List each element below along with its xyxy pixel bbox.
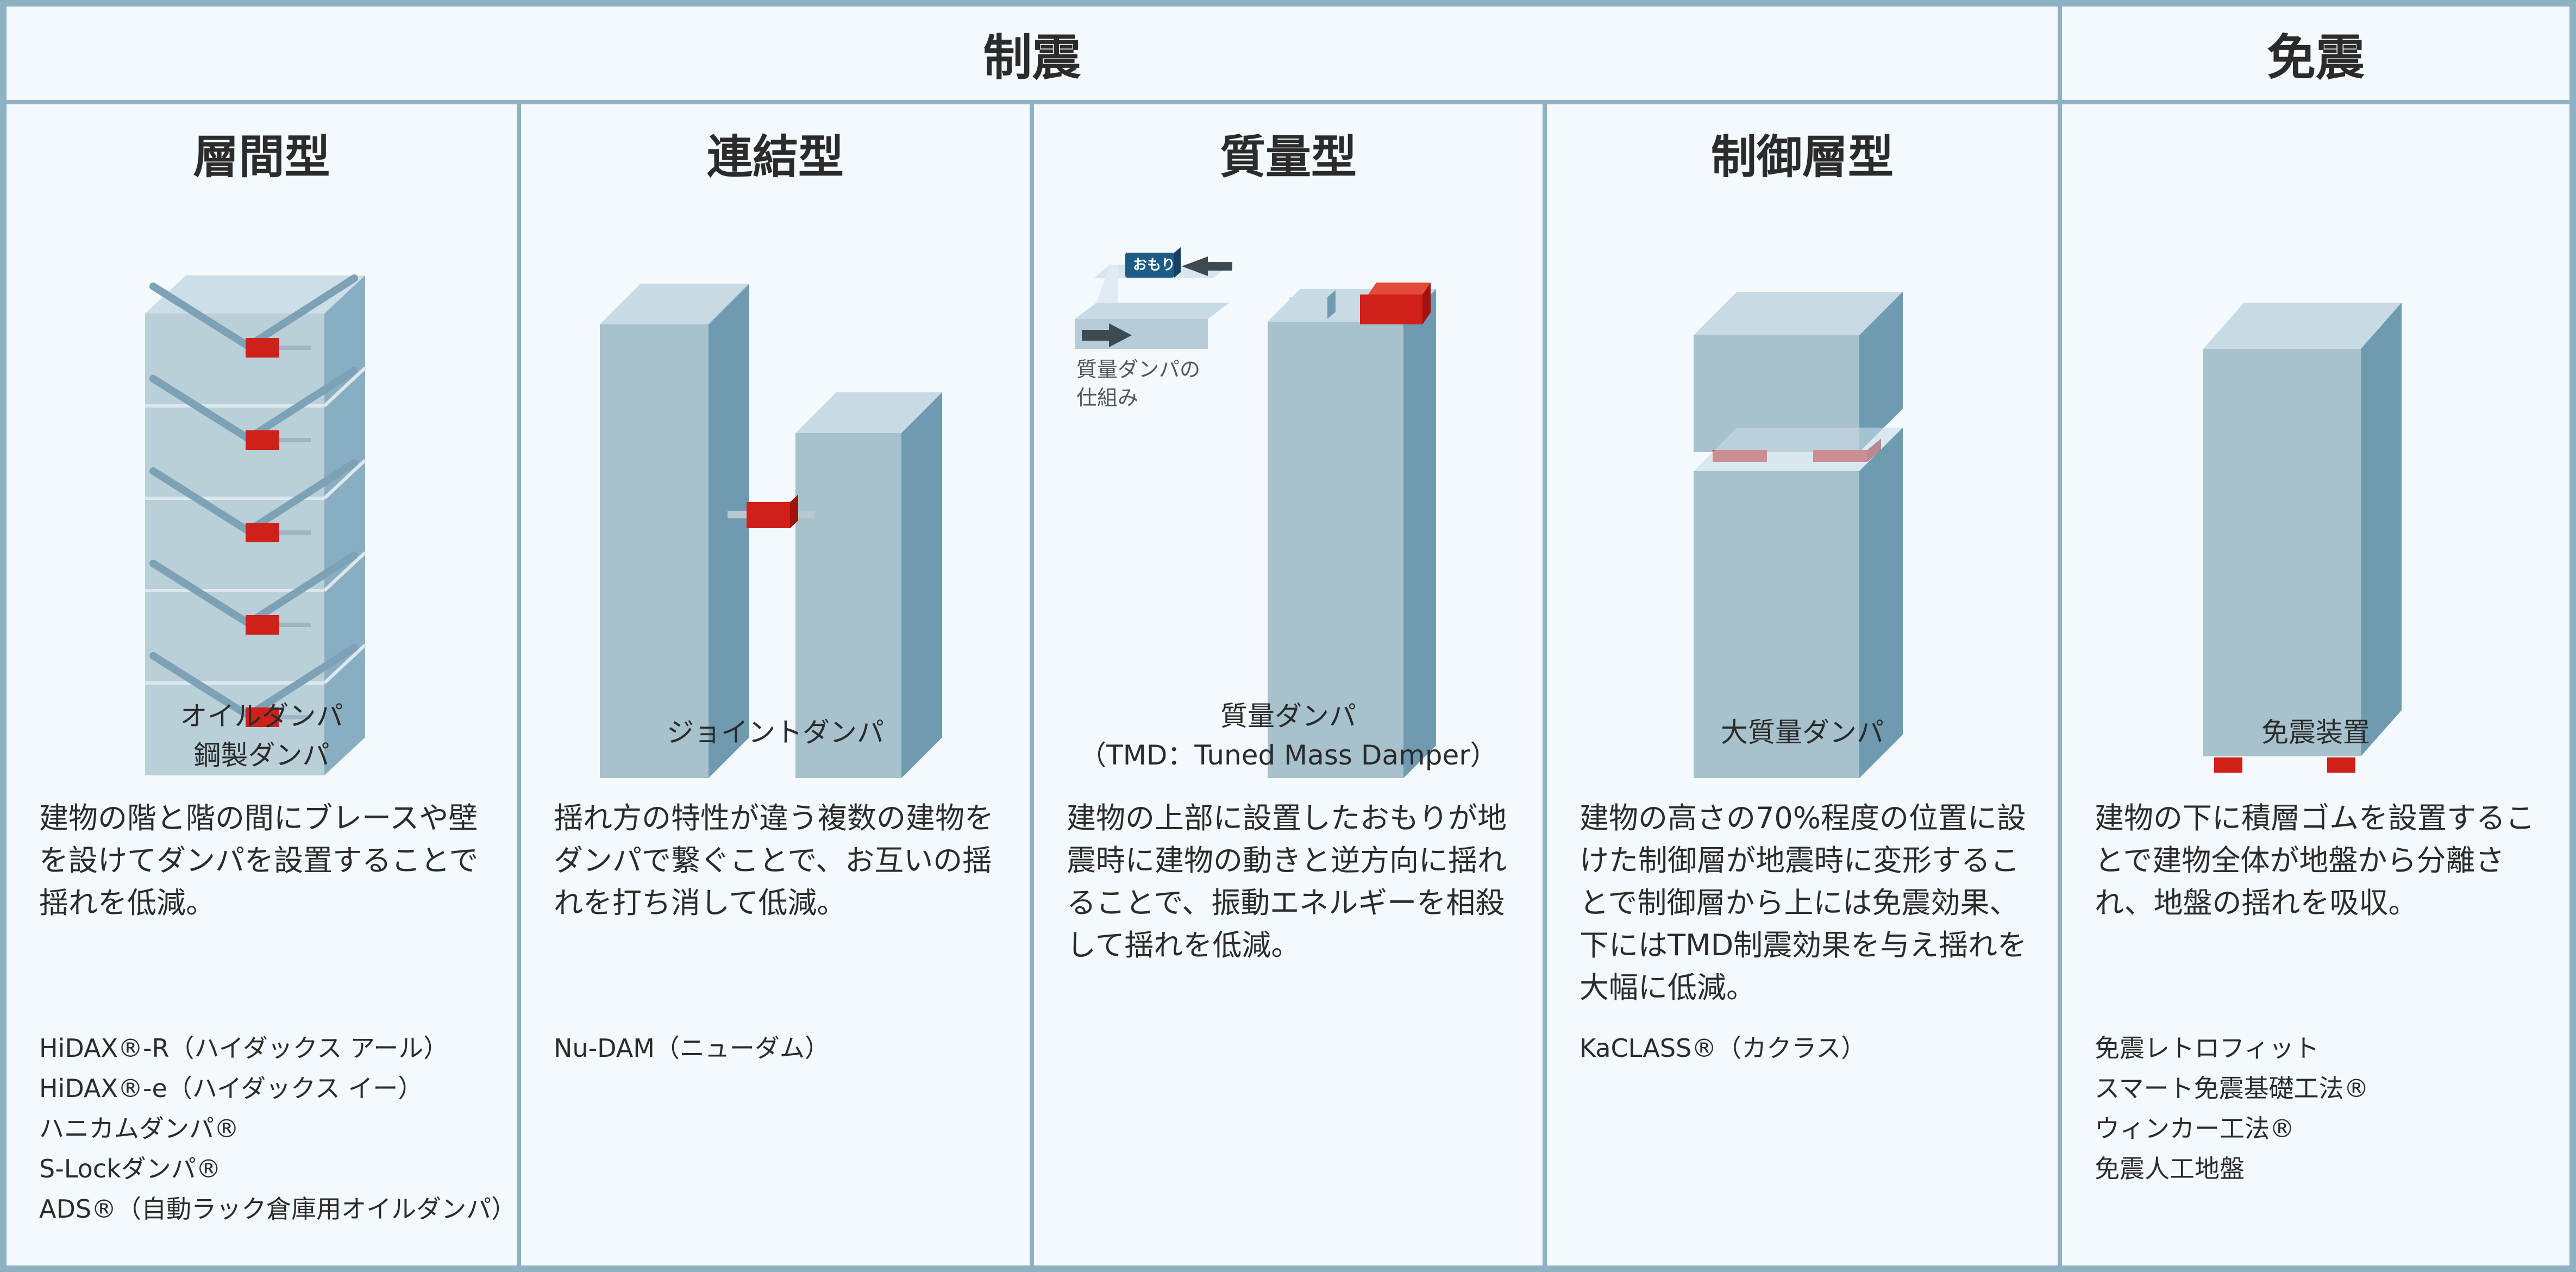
header-divider: [7, 100, 2569, 104]
device-name-line: 鋼製ダンパ: [193, 740, 330, 771]
diagram-frame: 制震 免震 層間型: [3, 3, 2573, 1269]
product-item: HiDAX®-R（ハイダックス アール）: [39, 1033, 449, 1063]
column-title: 質量型: [1219, 130, 1357, 184]
column-description: 建物の高さの70%程度の位置に設けた制御層が地震時に変形することで制御層から上に…: [1580, 801, 2027, 1005]
control-layer-illustration: [1547, 197, 2058, 784]
inset-caption-line: 仕組み: [1076, 386, 1139, 410]
product-item: Nu-DAM（ニューダム）: [554, 1033, 830, 1063]
mass-damper-illustration: おもり 質量ダンパの 仕組み: [1034, 197, 1543, 784]
control-layer-building-graphic: [1694, 292, 1903, 778]
device-name-line: オイルダンパ: [180, 700, 343, 732]
product-list: Nu-DAM（ニューダム）: [554, 1028, 1013, 1068]
coupled-buildings-graphic: [600, 284, 942, 778]
isolated-building-graphic: [2203, 303, 2402, 773]
product-item: ADS®（自動ラック倉庫用オイルダンパ）: [39, 1194, 517, 1224]
product-list: 免震レトロフィット スマート免震基礎工法® ウィンカー工法® 免震人工地盤: [2095, 1028, 2553, 1189]
product-item: スマート免震基礎工法®: [2095, 1074, 2369, 1103]
column-description: 建物の下に積層ゴムを設置することで建物全体が地盤から分離され、地盤の揺れを吸収。: [2095, 801, 2535, 920]
device-name-line: 質量ダンパ: [1220, 700, 1356, 732]
product-item: 免震人工地盤: [2095, 1154, 2245, 1183]
column-control-layer: 制御層型 大質量ダンパ 建物の高さの70%程度の位置に設けた制御層が地震時に変形…: [1547, 104, 2058, 1265]
product-item: ハニカムダンパ®: [39, 1114, 239, 1143]
header-seishin: 制震: [983, 29, 1081, 86]
column-divider: [517, 100, 521, 1265]
inset-caption-line: 質量ダンパの: [1076, 358, 1201, 381]
product-item: KaCLASS®（カクラス）: [1580, 1033, 1866, 1063]
joint-damper-illustration: [521, 197, 1030, 784]
column-mass: 質量型 おもり: [1034, 104, 1543, 1265]
interstory-building-graphic: [145, 274, 367, 775]
column-interstory: 層間型: [7, 104, 517, 1265]
device-name-line: 大質量ダンパ: [1721, 717, 1884, 748]
isolation-illustration: [2062, 197, 2569, 784]
column-description: 揺れ方の特性が違う複数の建物をダンパで繋ぐことで、お互いの揺れを打ち消して低減。: [554, 801, 994, 920]
column-isolation: 免震装置 建物の下に積層ゴムを設置することで建物全体が地盤から分離され、地盤の揺…: [2062, 104, 2569, 1265]
product-item: S-Lockダンパ®: [39, 1154, 221, 1183]
device-name-line: 免震装置: [2261, 717, 2370, 748]
column-description: 建物の階と階の間にブレースや壁を設けてダンパを設置することで揺れを低減。: [39, 801, 479, 920]
column-coupled: 連結型 ジョイントダンパ 揺れ方の特性が違う複数の建物をダンパで繋ぐことで、お互…: [521, 104, 1030, 1265]
column-title: 制御層型: [1710, 130, 1894, 184]
product-item: ウィンカー工法®: [2095, 1114, 2295, 1143]
column-divider: [1030, 100, 1034, 1265]
header-menshin: 免震: [2267, 29, 2365, 86]
product-list: KaCLASS®（カクラス）: [1580, 1028, 2041, 1068]
column-description: 建物の上部に設置したおもりが地震時に建物の動きと逆方向に揺れることで、振動エネル…: [1067, 801, 1507, 962]
device-name-line: （TMD：Tuned Mass Damper）: [1079, 740, 1497, 771]
column-divider-main: [2058, 7, 2062, 1265]
product-item: HiDAX®-e（ハイダックス イー）: [39, 1074, 423, 1103]
product-item: 免震レトロフィット: [2095, 1033, 2320, 1063]
column-title: 層間型: [193, 130, 330, 184]
device-name-line: ジョイントダンパ: [667, 717, 884, 748]
interstory-damper-illustration: [7, 197, 517, 784]
inset-weight-label: おもり: [1132, 257, 1175, 273]
product-list: HiDAX®-R（ハイダックス アール） HiDAX®-e（ハイダックス イー）…: [39, 1028, 517, 1229]
mass-damper-building-graphic: [1075, 247, 1436, 778]
column-divider: [1543, 100, 1547, 1265]
column-title: 連結型: [706, 130, 844, 184]
